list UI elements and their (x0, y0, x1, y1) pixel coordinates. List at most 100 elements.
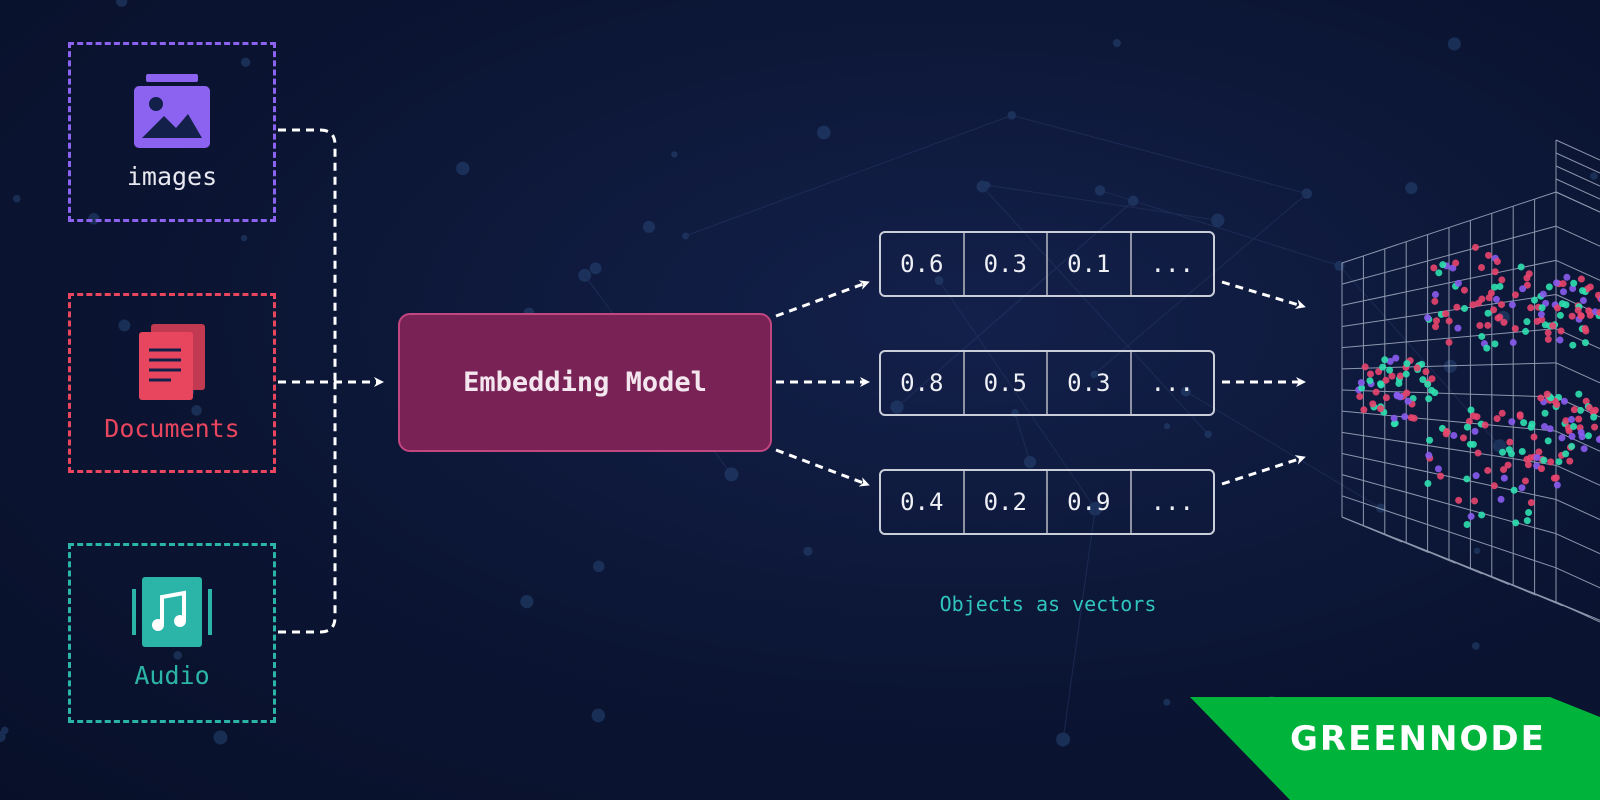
embedding-point (1366, 377, 1374, 385)
embedding-point (1499, 448, 1507, 456)
embedding-point (1560, 397, 1568, 405)
embedding-point (1460, 286, 1468, 294)
network-node (1163, 423, 1171, 430)
embedding-point (1518, 447, 1526, 455)
embedding-point (1437, 472, 1445, 480)
embedding-point (1590, 413, 1598, 421)
source-label: images (126, 161, 218, 191)
network-node (520, 595, 534, 609)
network-node (1056, 732, 1071, 747)
embedding-point (1382, 376, 1390, 384)
network-node (1163, 698, 1171, 706)
embedding-point (1432, 323, 1440, 331)
embedding-point (1581, 339, 1589, 347)
embedding-point (1574, 306, 1582, 314)
embedding-point (1509, 338, 1517, 346)
embedding-point (1425, 451, 1433, 459)
embedding-point (1544, 335, 1552, 343)
embedding-point (1523, 318, 1531, 326)
embedding-point (1498, 276, 1506, 284)
embedding-point (1585, 404, 1593, 412)
documents-icon (139, 323, 205, 400)
embedding-point (1575, 415, 1583, 423)
embedding-point (1546, 425, 1554, 433)
embedding-point (1390, 420, 1398, 428)
embedding-point (1484, 309, 1492, 317)
embedding-point (1569, 341, 1577, 349)
embedding-point (1376, 380, 1384, 388)
model-to-vector-1 (775, 280, 870, 318)
embedding-point (1511, 325, 1519, 333)
embedding-point (1435, 269, 1443, 277)
embedding-point (1425, 395, 1433, 403)
embedding-point (1454, 324, 1462, 332)
embedding-point (1422, 368, 1430, 376)
embedding-point (1361, 363, 1369, 371)
embedding-point (1553, 279, 1561, 287)
embedding-point (1556, 311, 1564, 319)
embedding-point (1537, 310, 1545, 318)
network-node (1204, 430, 1212, 439)
network-node (1112, 39, 1121, 48)
vector-cell: 0.3 (1048, 352, 1132, 414)
network-node (578, 268, 592, 282)
embedding-point (1484, 321, 1492, 329)
embedding-point (1490, 306, 1498, 314)
embedding-point (1541, 409, 1549, 417)
network-node (724, 467, 739, 482)
embedding-point (1467, 512, 1475, 520)
vector-cell: 0.6 (881, 233, 965, 295)
embedding-point (1357, 379, 1365, 387)
network-node (1376, 503, 1386, 513)
network-node (1090, 370, 1099, 379)
embedding-point (1500, 466, 1508, 474)
embedding-point (1512, 519, 1520, 527)
embedding-point (1545, 283, 1553, 291)
embedding-point (1556, 336, 1564, 344)
embedding-point (1524, 461, 1532, 469)
embedding-point (1537, 465, 1545, 473)
embedding-point (1484, 466, 1492, 474)
network-node (456, 161, 470, 176)
embedding-point (1543, 390, 1551, 398)
network-node (1405, 182, 1418, 195)
embedding-point (1467, 406, 1475, 414)
embedding-point (1538, 304, 1546, 312)
source-documents: Documents (68, 293, 276, 473)
embedding-point (1369, 400, 1377, 408)
network-node (983, 181, 991, 189)
embedding-point (1360, 406, 1368, 414)
embedding-point (1568, 432, 1576, 440)
embedding-point (1525, 509, 1533, 517)
embedding-point (1591, 423, 1599, 431)
vector-cell: ... (1150, 488, 1194, 516)
embedding-point (1568, 442, 1576, 450)
embedding-point (1579, 297, 1587, 305)
source-label: Audio (134, 660, 210, 690)
network-node (1473, 547, 1481, 555)
embedding-point (1562, 417, 1570, 425)
embedding-point (1544, 437, 1552, 445)
embedding-point (1567, 415, 1575, 423)
embedding-point (1404, 397, 1412, 405)
vector-row: 0.4 0.2 0.9 ... (879, 469, 1215, 535)
vector-cell: 0.9 (1048, 471, 1132, 533)
embedding-point (1382, 394, 1390, 402)
network-node (589, 262, 602, 275)
network-node (1590, 172, 1598, 180)
vector-3-to-space (1221, 455, 1306, 486)
image-icon (134, 73, 210, 148)
network-node (1127, 195, 1139, 207)
embedding-point (1563, 273, 1571, 281)
network-node (12, 194, 21, 203)
embedding-point (1508, 301, 1516, 309)
embedding-point (1575, 390, 1583, 398)
source-audio: Audio (68, 543, 276, 723)
embedding-point (1547, 458, 1555, 466)
network-node (642, 220, 656, 233)
embedding-point (1570, 279, 1578, 287)
embedding-point (1401, 413, 1409, 421)
vector-cell: 0.4 (881, 471, 965, 533)
